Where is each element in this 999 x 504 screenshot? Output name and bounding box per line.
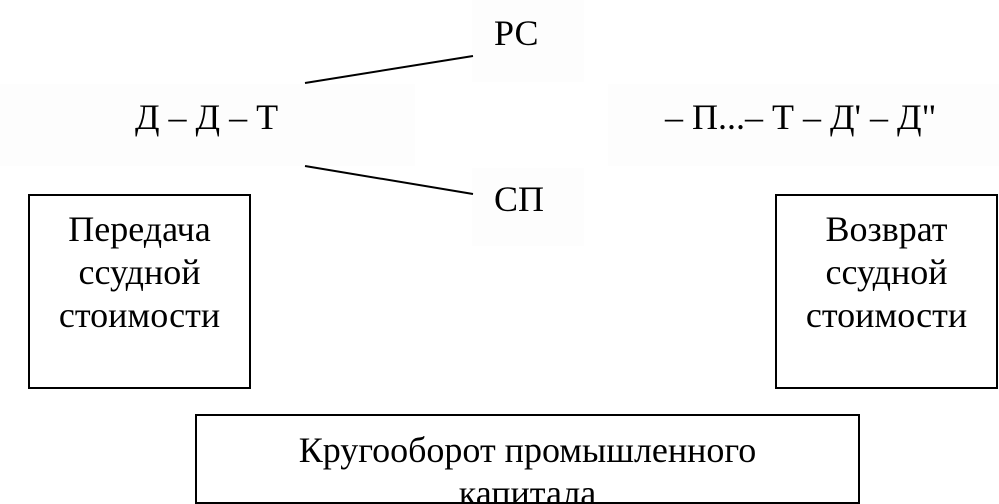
branch-bottom-background [472, 168, 584, 246]
box-loan-transfer-text: Передача ссудной стоимости [58, 209, 221, 335]
connector-line-bottom [304, 165, 474, 195]
formula-left-background [0, 84, 415, 166]
branch-top-background [472, 0, 584, 82]
box-capital-circuit: Кругооборот промышленного капитала [195, 414, 860, 504]
box-capital-circuit-text: Кругооборот промышленного капитала [298, 430, 757, 504]
formula-left: Д – Д – Т [135, 97, 279, 137]
box-loan-return: Возврат ссудной стоимости [775, 194, 998, 389]
branch-bottom-label: СП [494, 179, 545, 219]
formula-right-background [608, 84, 999, 166]
box-loan-transfer: Передача ссудной стоимости [28, 194, 251, 389]
formula-right: – П...– Т – Д' – Д" [665, 97, 937, 137]
connector-line-top [304, 55, 474, 84]
branch-top-label: РС [494, 13, 539, 53]
box-loan-return-text: Возврат ссудной стоимости [805, 209, 968, 335]
